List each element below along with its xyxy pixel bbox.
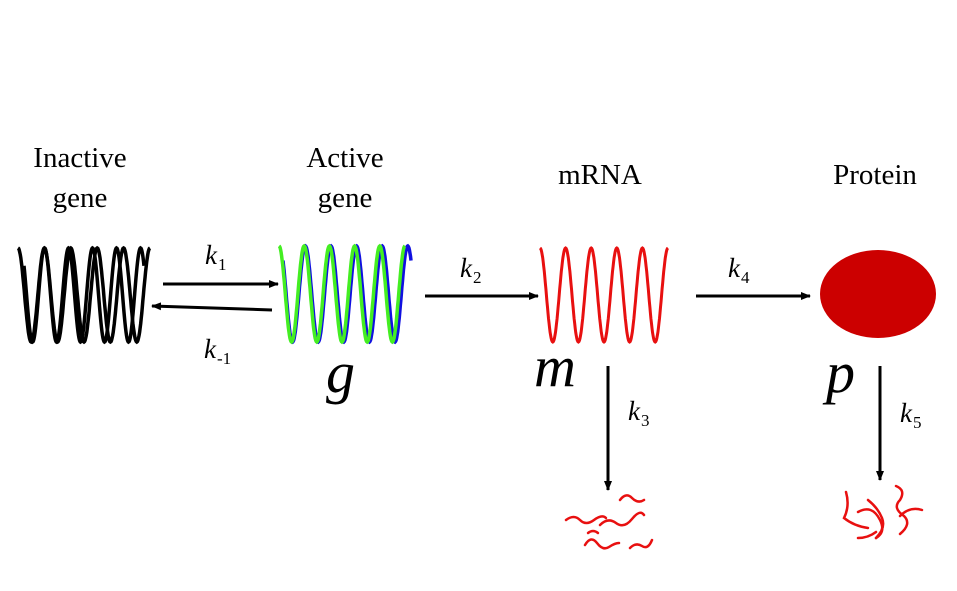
variable-m: m <box>534 334 576 399</box>
degraded-mrna-fragments <box>564 494 654 550</box>
protein-label: Protein <box>833 159 917 191</box>
rate-k2: k2 <box>460 253 482 288</box>
arrow-k-1 <box>151 302 273 312</box>
mrna-coil <box>539 246 669 344</box>
protein-blob <box>820 250 936 338</box>
rate-k-1: k-1 <box>204 334 232 369</box>
rate-k3: k3 <box>628 396 650 431</box>
rate-k1: k1 <box>205 240 227 275</box>
variable-g: g <box>326 340 355 405</box>
rate-k5: k5 <box>900 398 922 433</box>
active-gene-label: Active gene <box>306 142 384 214</box>
active-gene-coil <box>277 243 413 345</box>
variable-p: p <box>826 340 855 405</box>
degraded-protein-fragments <box>842 484 924 540</box>
inactive-gene-label: Inactive gene <box>33 142 127 214</box>
rate-k4: k4 <box>728 253 750 288</box>
mrna-label: mRNA <box>558 159 642 191</box>
inactive-gene-coil <box>16 245 152 345</box>
